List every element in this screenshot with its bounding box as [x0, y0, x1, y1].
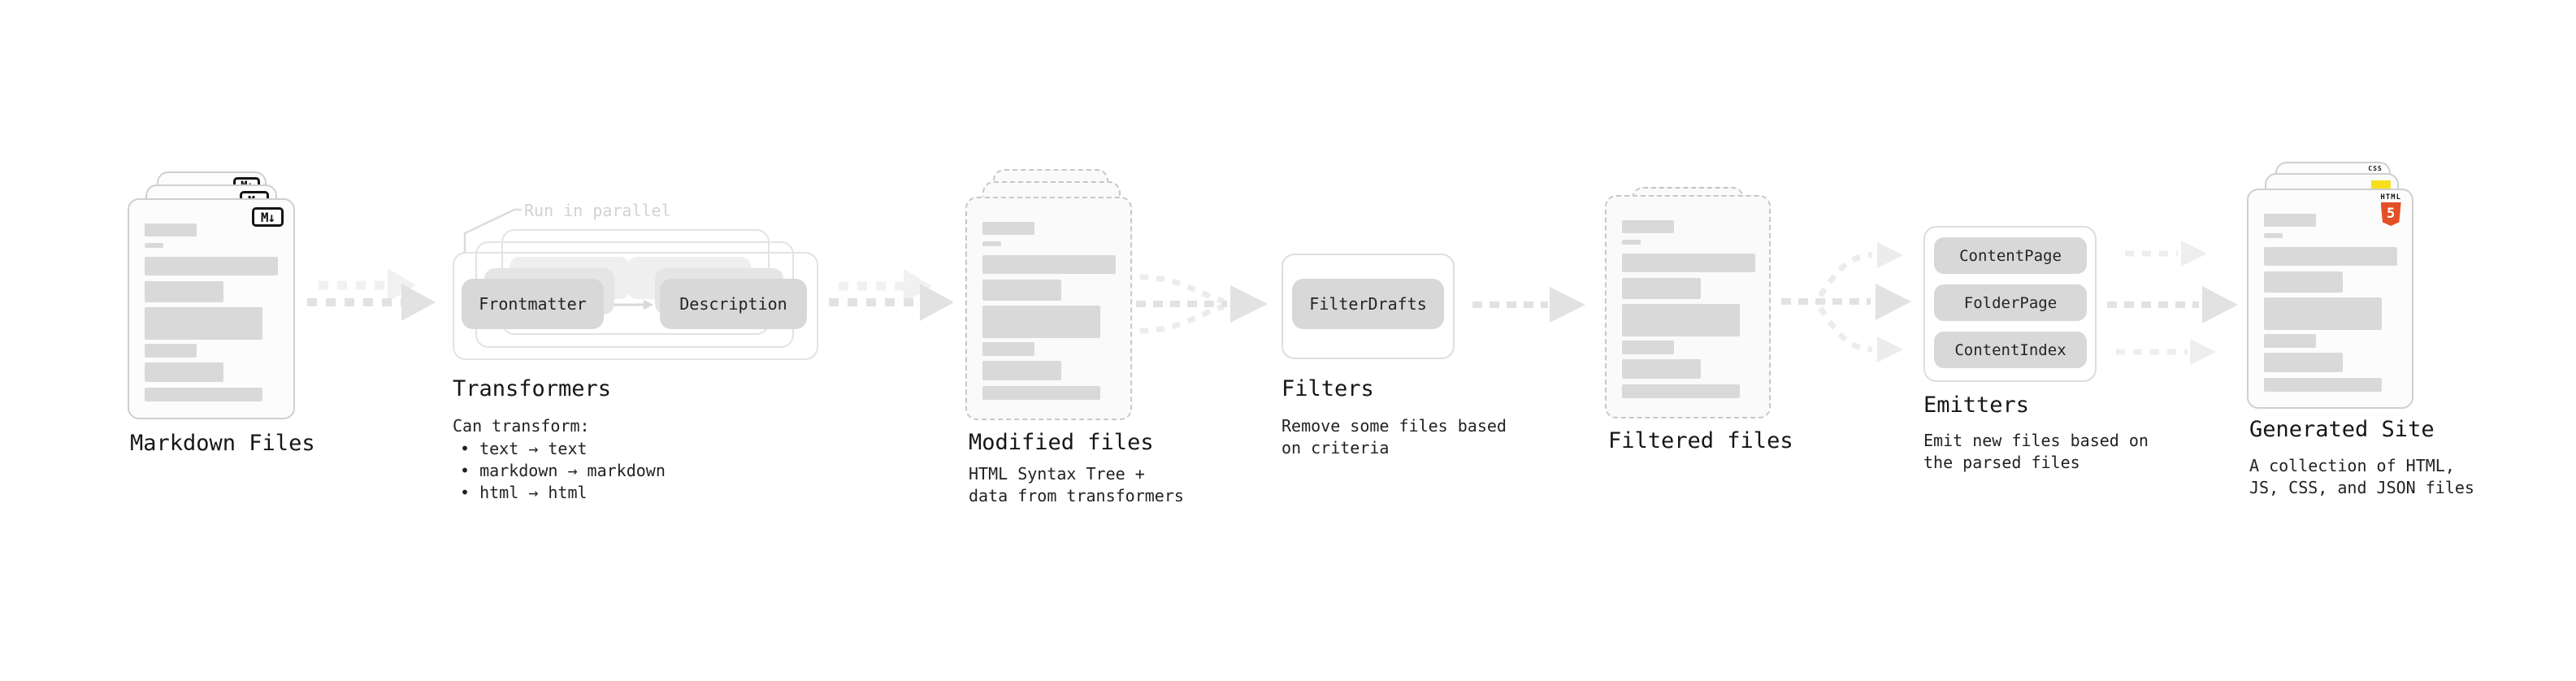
skeleton-bar	[1622, 340, 1674, 354]
transform-bullet-markdown: • markdown → markdown	[460, 461, 666, 480]
file-skeleton	[1607, 197, 1769, 417]
filters-description: Remove some files based on criteria	[1281, 416, 1507, 458]
filterdrafts-pill: FilterDrafts	[1292, 279, 1444, 329]
skeleton-bar	[145, 307, 262, 340]
filtered-file-card-front	[1605, 195, 1771, 419]
skeleton-bar	[1622, 278, 1701, 299]
skeleton-bar	[145, 223, 197, 236]
skeleton-bar	[1622, 304, 1740, 336]
modified-files-description: HTML Syntax Tree + data from transformer…	[969, 464, 1184, 505]
skeleton-bar	[982, 386, 1100, 400]
skeleton-bar	[2264, 233, 2283, 238]
skeleton-bar	[2264, 214, 2316, 227]
file-skeleton	[967, 198, 1130, 419]
run-in-parallel-annotation: Run in parallel	[524, 201, 671, 220]
flow-arrow-filters-to-filtered-icon	[1472, 287, 1585, 323]
skeleton-bar	[982, 255, 1116, 274]
javascript-logo-icon	[2371, 180, 2391, 191]
skeleton-bar	[1622, 254, 1755, 272]
filtered-files-heading: Filtered files	[1608, 428, 1793, 453]
generated-site-description: A collection of HTML, JS, CSS, and JSON …	[2249, 456, 2474, 497]
file-skeleton	[2249, 190, 2412, 407]
skeleton-bar	[982, 280, 1061, 301]
skeleton-bar	[982, 306, 1100, 338]
skeleton-bar	[145, 257, 278, 275]
modified-file-card-front	[965, 197, 1132, 420]
html5-logo-icon: HTML 5	[2380, 194, 2401, 226]
run-in-parallel-leader-line	[463, 208, 522, 254]
skeleton-bar	[982, 241, 1001, 246]
folderpage-pill: FolderPage	[1934, 284, 2087, 321]
skeleton-bar	[145, 281, 223, 302]
flow-arrow-emitters-to-generated-icon	[2107, 241, 2238, 365]
transformer-card-front	[453, 252, 818, 360]
skeleton-bar	[145, 243, 163, 248]
skeleton-bar	[145, 344, 197, 358]
transformers-heading: Transformers	[453, 376, 612, 401]
skeleton-bar	[2264, 297, 2382, 330]
markdown-files-label: Markdown Files	[130, 431, 315, 456]
skeleton-bar	[145, 362, 223, 382]
description-pill: Description	[660, 279, 807, 329]
contentpage-pill: ContentPage	[1934, 237, 2087, 274]
skeleton-bar	[982, 342, 1034, 356]
skeleton-bar	[1622, 240, 1641, 245]
emitters-heading: Emitters	[1923, 393, 2030, 418]
flow-arrow-modified-to-filters-icon	[1136, 274, 1268, 334]
skeleton-bar	[2264, 353, 2343, 372]
skeleton-bar	[1622, 359, 1701, 379]
skeleton-bar	[2264, 247, 2397, 266]
skeleton-bar	[1622, 220, 1674, 233]
transform-bullet-html: • html → html	[460, 483, 588, 502]
transform-bullet-text: • text → text	[460, 439, 588, 458]
transformers-description-title: Can transform:	[453, 416, 590, 436]
skeleton-bar	[2264, 334, 2316, 348]
emitters-description: Emit new files based on the parsed files	[1923, 431, 2149, 472]
skeleton-bar	[1622, 384, 1740, 398]
skeleton-bar	[982, 361, 1061, 380]
skeleton-bar	[2264, 378, 2382, 392]
contentindex-pill: ContentIndex	[1934, 332, 2087, 368]
generated-site-heading: Generated Site	[2249, 417, 2435, 442]
flow-arrow-transformers-to-modified-icon	[829, 269, 954, 321]
file-skeleton	[129, 200, 293, 418]
generated-file-card-front: HTML 5	[2247, 189, 2413, 409]
skeleton-bar	[2264, 271, 2343, 293]
markdown-logo-icon: M↓	[252, 207, 284, 227]
flow-arrow-filtered-to-emitters-icon	[1781, 242, 1911, 362]
skeleton-bar	[982, 222, 1034, 235]
markdown-file-card-front: M↓	[128, 198, 295, 419]
frontmatter-pill: Frontmatter	[462, 279, 604, 329]
modified-files-heading: Modified files	[969, 430, 1154, 455]
skeleton-bar	[145, 388, 262, 401]
filters-heading: Filters	[1281, 376, 1374, 401]
flow-arrow-markdown-to-transformers-icon	[307, 268, 436, 321]
